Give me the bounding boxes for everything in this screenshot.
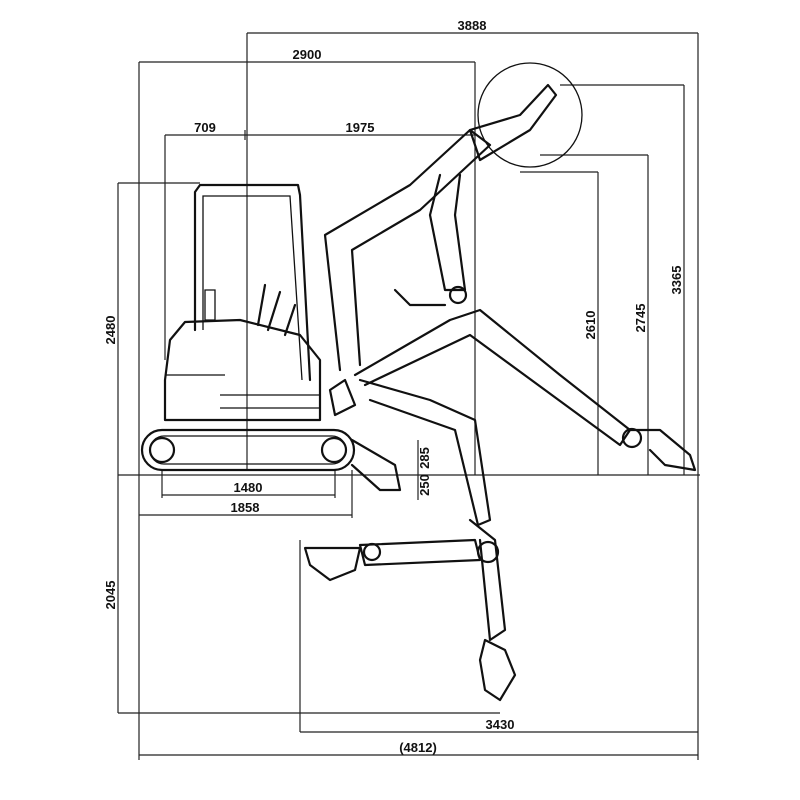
- label-front-offset: 1975: [346, 120, 375, 135]
- dimension-labels: 3888 2900 709 1975 2480 2045 2610 2745 3…: [103, 18, 684, 755]
- label-dump-height-low: 2610: [583, 311, 598, 340]
- arm-raised: [468, 83, 558, 162]
- label-track-length-ground: 1480: [234, 480, 263, 495]
- label-overall-reach: (4812): [399, 740, 437, 755]
- label-rear-offset: 709: [194, 120, 216, 135]
- label-blade-drop: 250: [417, 474, 432, 496]
- label-dump-height: 2745: [633, 304, 648, 333]
- bucket-horizontal: [303, 546, 362, 582]
- idler-wheel: [148, 436, 176, 464]
- label-track-length: 1858: [231, 500, 260, 515]
- dimension-lines: [117, 32, 700, 760]
- excavator-illustration: [140, 62, 697, 702]
- label-overall-reach-height: 3888: [458, 18, 487, 33]
- track: [140, 428, 356, 472]
- label-max-dig-height: 3365: [669, 266, 684, 295]
- label-blade-lift: 285: [417, 447, 432, 469]
- label-cab-to-front: 2900: [293, 47, 322, 62]
- canopy: [193, 183, 312, 382]
- label-cab-height: 2480: [103, 316, 118, 345]
- label-min-reach-depth: 3430: [486, 717, 515, 732]
- label-dig-depth: 2045: [103, 581, 118, 610]
- arm-lowered: [468, 518, 507, 642]
- upper-body: [163, 318, 322, 422]
- dozer-blade: [350, 438, 402, 492]
- boom-lowered: [358, 378, 492, 527]
- sprocket-wheel: [320, 436, 348, 464]
- boom-raised: [323, 128, 492, 372]
- arm-horizontal: [358, 538, 482, 567]
- bucket-extended: [628, 428, 697, 472]
- bucket-dig: [478, 638, 517, 702]
- detail-circle: [477, 62, 583, 168]
